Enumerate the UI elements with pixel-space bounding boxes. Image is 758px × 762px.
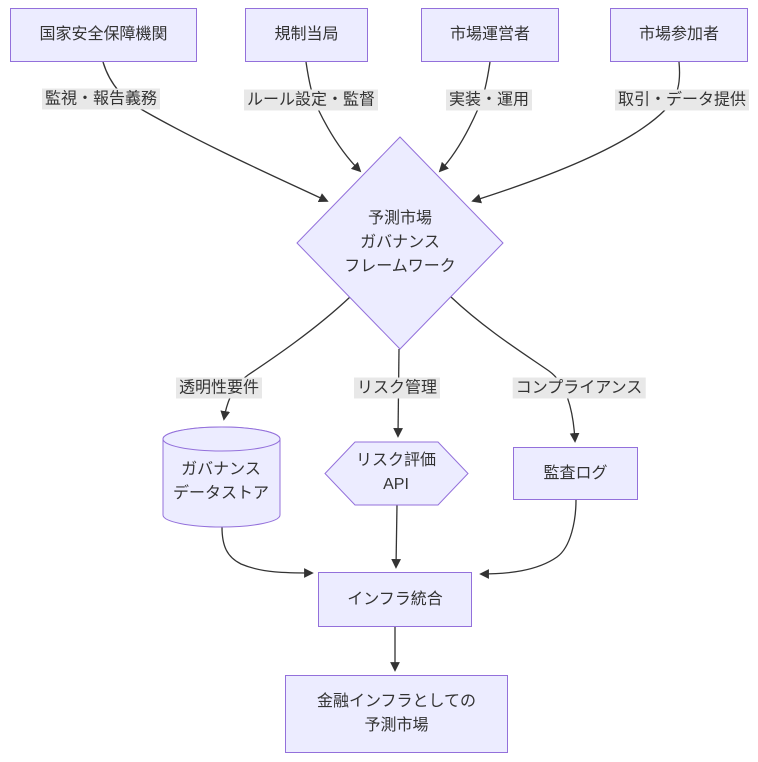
edge-datastore-to-infra (221, 526, 314, 578)
edge-label-rules: ルール設定・監督 (243, 89, 379, 111)
node-governance-datastore-label: ガバナンス データストア (172, 461, 270, 502)
node-market-participant: 市場参加者 (610, 8, 748, 62)
edge-label-risk: リスク管理 (353, 377, 441, 399)
risk-api-hexagon-shape (324, 441, 469, 506)
edge-national-security-to-framework (102, 61, 329, 203)
edge-label-compliance: コンプライアンス (512, 377, 646, 399)
edge-risk-api-to-infra (391, 504, 402, 569)
node-infra-integration: インフラ統合 (318, 572, 472, 627)
edge-label-trading: 取引・データ提供 (614, 89, 750, 111)
edge-label-monitoring: 監視・報告義務 (41, 88, 161, 110)
governance-framework-diamond-shape (296, 136, 504, 350)
edge-label-transparency: 透明性要件 (175, 377, 263, 399)
edge-operator-to-framework (438, 61, 491, 173)
edge-label-implementation: 実装・運用 (445, 89, 533, 111)
edge-regulator-to-framework (305, 61, 362, 173)
edge-framework-to-datastore (220, 296, 351, 421)
node-regulator: 規制当局 (245, 8, 368, 62)
node-audit-log: 監査ログ (513, 447, 638, 500)
node-national-security: 国家安全保障機関 (10, 8, 197, 62)
node-prediction-market-infra: 金融インフラとしての 予測市場 (285, 675, 508, 753)
governance-datastore-cylinder-rim (162, 426, 281, 452)
edge-participant-to-framework (471, 61, 681, 204)
edge-framework-to-audit-log (450, 296, 580, 443)
node-governance-framework-label: 予測市場 ガバナンス フレームワーク (344, 210, 456, 275)
node-market-operator: 市場運営者 (421, 8, 559, 62)
edge-audit-log-to-infra (479, 499, 577, 579)
node-risk-api-label: リスク評価 API (355, 452, 437, 493)
